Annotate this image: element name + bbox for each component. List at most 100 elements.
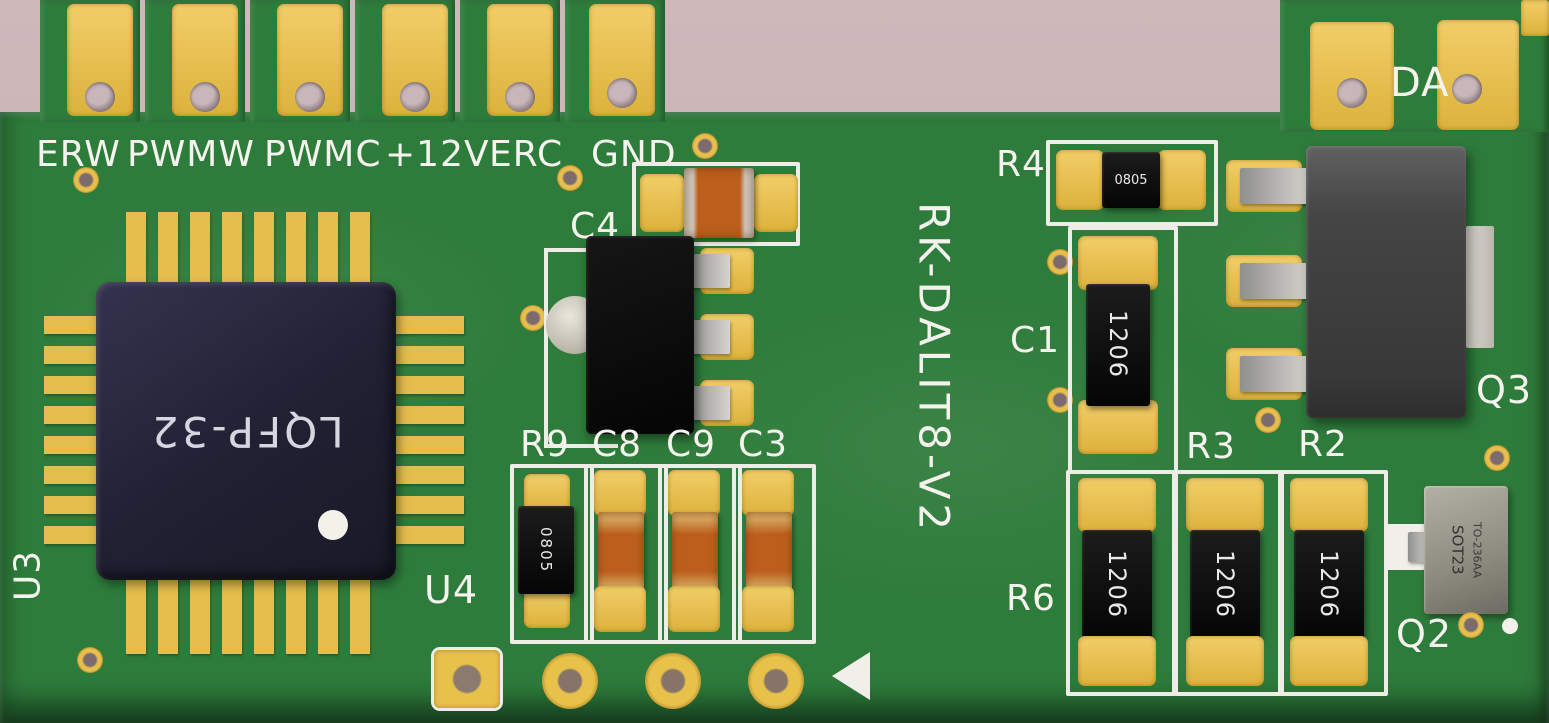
c3-pad-bottom [742,586,794,632]
mount-pad-round-2 [645,653,701,709]
q3-lead-2 [1240,263,1310,299]
via [557,165,583,191]
via [692,133,718,159]
c8-refdes: C8 [592,424,643,465]
c9-body [672,512,718,592]
via [73,167,99,193]
r2-pad-bottom [1290,636,1368,686]
u4-refdes: U4 [424,568,478,612]
c8-silkscreen-outline [584,464,668,644]
q3-lead-1 [1240,168,1310,204]
connector-hole-gnd [607,78,637,108]
r2-marking: 1206 [1315,550,1343,620]
c4-pad-left [640,174,684,232]
mount-pad-round-3 [748,653,804,709]
u4-body [586,236,694,434]
label-pwmc: PWMC [264,134,382,175]
mount-pad-square [434,650,500,708]
c4-pad-right [754,174,798,232]
c8-pad-bottom [594,586,646,632]
connector-hole-erw [85,82,115,112]
r4-body: 0805 [1102,152,1160,208]
via [1458,612,1484,638]
u4-lead-2 [688,320,730,354]
corner-pad [1521,0,1549,36]
mount-pad-round-1 [542,653,598,709]
u3-refdes: U3 [7,549,49,602]
c9-pad-bottom [668,586,720,632]
silkscreen-dot [1502,618,1518,634]
u3-package-text-wrap: LQFP-32 [96,282,396,580]
u4-lead-3 [688,386,730,420]
label-pwmw: PWMW [127,134,255,175]
u3-pins-right [388,316,464,556]
via [1255,407,1281,433]
q2-refdes: Q2 [1396,612,1453,656]
r9-silkscreen-outline [510,464,594,644]
connector-hole-12v [400,82,430,112]
u3-pins-top [126,212,382,290]
r3-silkscreen-outline [1174,470,1284,696]
connector-pad-da-2 [1437,20,1519,130]
q3-tab-lead [1466,226,1494,348]
r2-pad-top [1290,478,1368,532]
r6-marking: 1206 [1103,550,1131,620]
r6-body: 1206 [1082,530,1152,640]
c1-body: 1206 [1086,284,1150,406]
q2-body: SOT23 TO-236AA [1424,486,1508,614]
r6-pad-bottom [1078,636,1156,686]
r2-silkscreen-outline [1278,470,1388,696]
r4-refdes: R4 [996,144,1046,185]
r6-refdes: R6 [1006,578,1056,619]
connector-hole-da-1 [1337,78,1367,108]
connector-hole-pwmc [295,82,325,112]
c3-body [746,512,792,592]
r3-body: 1206 [1190,530,1260,640]
c4-silkscreen-outline [632,162,800,246]
c3-silkscreen-outline [732,464,816,644]
u4-lead-1 [688,254,730,288]
connector-hole-pwmw [190,82,220,112]
c3-pad-top [742,470,794,516]
r4-silkscreen-outline [1046,140,1218,226]
r9-refdes: R9 [520,424,570,465]
r3-refdes: R3 [1186,426,1236,467]
r4-pad-left [1056,150,1104,210]
label-da: DA [1390,60,1450,106]
q3-lead-3 [1240,356,1310,392]
c4-body [684,168,754,238]
via [77,647,103,673]
c1-refdes: C1 [1010,320,1061,361]
q3-body [1306,146,1466,418]
r9-body: 0805 [518,506,574,594]
c1-pad-top [1078,236,1158,290]
c3-refdes: C3 [738,424,789,465]
r9-marking: 0805 [537,526,555,574]
u3-pins-bottom [126,576,382,654]
label-12v: +12V [385,134,490,175]
r3-marking: 1206 [1211,550,1239,620]
via [520,305,546,331]
r4-pad-right [1158,150,1206,210]
u3-package-text: LQFP-32 [148,406,344,456]
r3-pad-top [1186,478,1264,532]
board-name-vertical: RK-DALIT8-V2 [909,202,959,535]
c8-pad-top [594,470,646,516]
c9-refdes: C9 [666,424,717,465]
q2-marking-line2: TO-236AA [1470,521,1484,578]
connector-hole-da-2 [1452,74,1482,104]
r9-pad-bottom [524,588,570,628]
c1-pad-bottom [1078,400,1158,454]
c1-marking: 1206 [1104,310,1132,380]
q3-refdes: Q3 [1476,368,1533,412]
connector-hole-erc [505,82,535,112]
r2-refdes: R2 [1298,424,1348,465]
r6-pad-top [1078,478,1156,532]
c9-silkscreen-outline [658,464,742,644]
silkscreen-arrow [832,652,870,700]
connector-pad-da-1 [1310,22,1394,130]
c8-body [598,512,644,592]
u4-silkscreen-bracket [544,248,618,448]
c9-pad-top [668,470,720,516]
